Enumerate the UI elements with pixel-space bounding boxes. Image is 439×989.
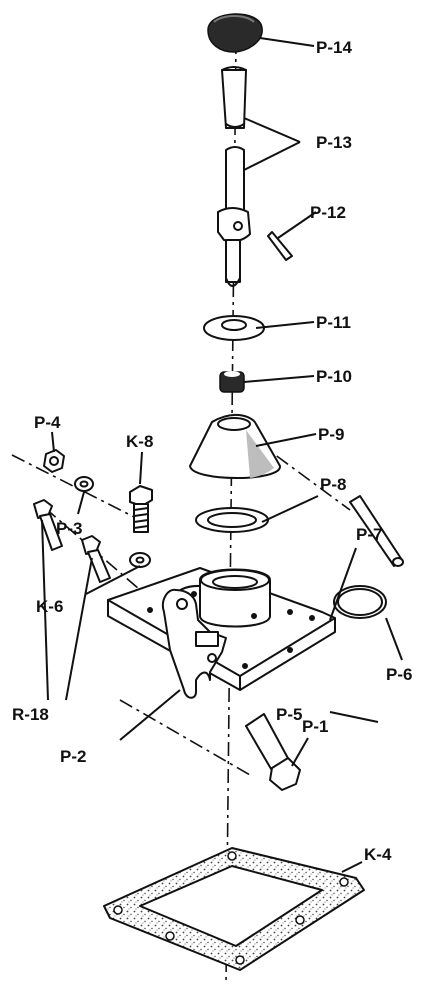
label-p13: P-13: [316, 133, 352, 152]
p1-axis-line: [119, 699, 251, 776]
label-p3: P-3: [56, 519, 82, 538]
part-p12-pin: [267, 231, 293, 261]
part-p4-nut: [43, 449, 65, 473]
part-p13-shift-lever: [217, 66, 251, 287]
part-p6-oring: [333, 585, 387, 619]
label-p14: P-14: [316, 38, 352, 57]
label-p1: P-1: [302, 717, 328, 736]
label-p11: P-11: [316, 313, 351, 332]
part-p7-housing: [107, 567, 336, 691]
label-r18: R-18: [12, 705, 49, 724]
mounting-axis-line: [11, 454, 141, 521]
part-p8-ring: [195, 507, 269, 533]
part-p2-bracket: [162, 588, 227, 699]
label-k4: K-4: [364, 845, 392, 864]
leader-lines: [41, 37, 403, 873]
label-p5: P-5: [276, 705, 302, 724]
part-k4-gasket: [103, 847, 365, 971]
label-p12: P-12: [310, 203, 346, 222]
part-p11-washer: [203, 315, 265, 341]
label-p4: P-4: [34, 413, 61, 432]
part-k6-washer: [129, 552, 151, 568]
part-p5-pin: [349, 495, 404, 567]
part-p14-knob: [207, 13, 263, 53]
label-p9: P-9: [318, 425, 344, 444]
label-p10: P-10: [316, 367, 352, 386]
part-k8-bolt: [129, 485, 153, 533]
part-p9-boot: [189, 413, 281, 479]
part-p10-spring: [219, 371, 245, 393]
part-r18-bolts: [33, 499, 111, 583]
part-p1-bolt: [245, 713, 301, 791]
label-p2: P-2: [60, 747, 86, 766]
label-k6: K-6: [36, 597, 63, 616]
part-p3-washer: [74, 476, 94, 492]
label-p6: P-6: [386, 665, 412, 684]
label-p7: P-7: [356, 525, 382, 544]
label-p8: P-8: [320, 475, 346, 494]
label-k8: K-8: [126, 432, 153, 451]
